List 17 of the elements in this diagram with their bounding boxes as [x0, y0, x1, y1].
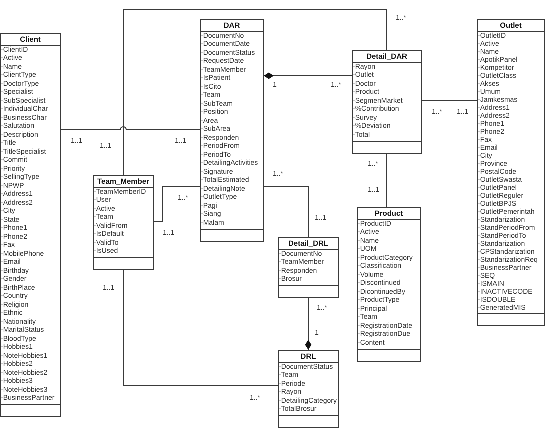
connector-line [264, 186, 309, 238]
class-box [93, 175, 154, 270]
connector-line [123, 10, 388, 176]
class-box [0, 33, 61, 417]
class-box [278, 237, 339, 298]
connector-line [154, 186, 200, 222]
class-box [352, 50, 422, 154]
class-box [278, 350, 339, 428]
connector-line [386, 153, 388, 208]
connector-line [264, 72, 352, 80]
connector-line [305, 298, 312, 350]
connector-line [60, 126, 200, 130]
class-box [357, 207, 421, 362]
connector-line [123, 270, 278, 386]
class-box [477, 19, 545, 326]
connector-line [422, 100, 478, 102]
class-box [200, 19, 264, 242]
